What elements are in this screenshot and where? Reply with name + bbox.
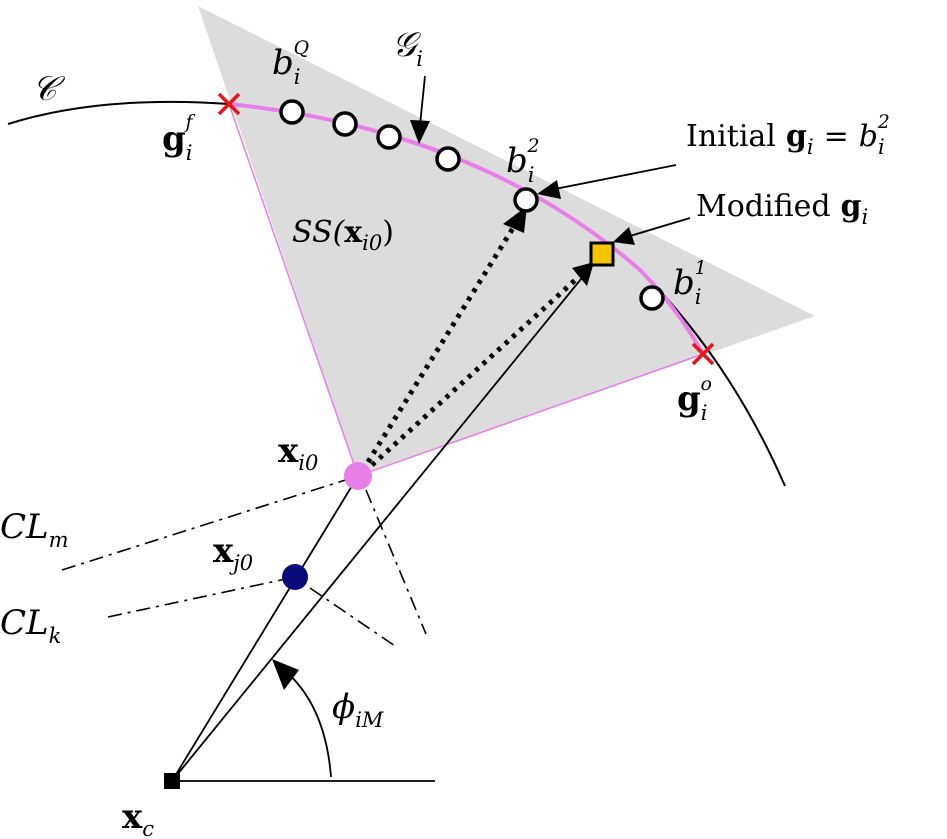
label-cl-k: CLk <box>0 603 61 648</box>
label-curve-c: 𝒞 <box>32 69 66 109</box>
label-g-i-f: gif <box>162 111 196 165</box>
dotted-arrow-modified <box>370 270 586 467</box>
cross-g-f <box>217 92 241 116</box>
dotted-arrow-modified-head <box>572 262 594 286</box>
point-x-c <box>164 773 180 789</box>
candidate-point-bQ <box>279 99 305 125</box>
candidate-point <box>376 124 402 150</box>
cross-g-o <box>691 342 715 366</box>
label-b-i-1: bi1 <box>673 257 707 309</box>
cl-k-line <box>107 576 296 618</box>
label-x-c: xc <box>122 797 154 839</box>
label-b-i-2: bi2 <box>506 135 540 187</box>
pointer-g-i-head <box>410 120 430 144</box>
sector-right-edge <box>357 353 704 477</box>
dotted-arrow-initial-head <box>503 206 527 233</box>
line-xc-xi0 <box>171 475 359 782</box>
sector-left-edge <box>228 103 359 477</box>
pointer-initial-head <box>537 180 561 199</box>
candidate-point-b2 <box>513 187 539 213</box>
label-search-sector: SS(xi0) <box>292 215 394 255</box>
dotted-arrow-initial <box>365 218 521 464</box>
point-x-j0 <box>282 564 308 590</box>
pointer-modified-head <box>613 227 635 245</box>
label-x-i0: xi0 <box>278 431 318 475</box>
pointer-initial <box>554 164 677 190</box>
angle-arc-arrowhead <box>272 659 299 690</box>
pointer-modified <box>629 217 691 237</box>
label-cl-m: CLm <box>0 507 69 552</box>
modified-goal-marker <box>589 241 615 267</box>
label-b-i-Q: biQ <box>272 37 309 89</box>
point-x-i0 <box>344 462 372 490</box>
label-set-g-i: 𝒢i <box>392 25 423 71</box>
cl-m-line <box>61 475 359 571</box>
pointer-g-i <box>419 75 426 126</box>
cl-k-extension <box>309 587 399 649</box>
candidate-point <box>435 146 461 172</box>
label-g-i-o: gio <box>677 373 712 425</box>
candidate-point <box>332 111 358 137</box>
candidate-point-b1 <box>639 285 665 311</box>
cl-m-extension <box>365 489 427 635</box>
label-phi-iM: ϕiM <box>332 687 384 732</box>
label-x-j0: xj0 <box>213 531 253 575</box>
